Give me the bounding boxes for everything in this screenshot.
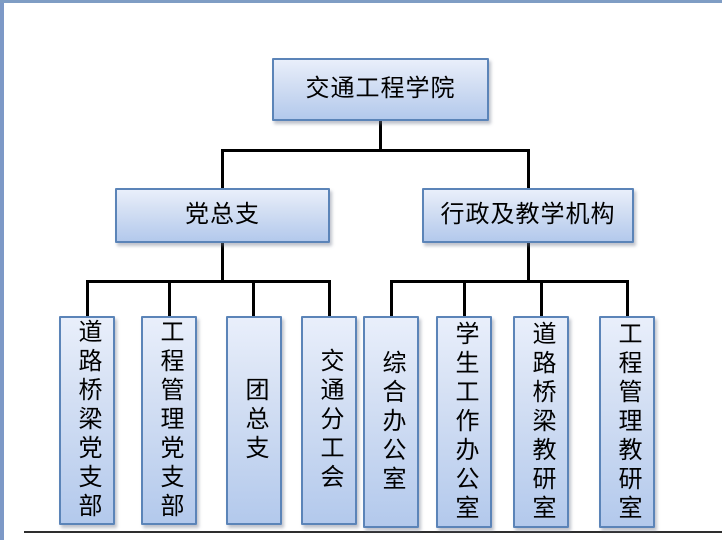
page-border-left [0, 0, 4, 540]
org-node-admin-teaching: 行政及教学机构 [422, 188, 634, 243]
connector-leaf6-drop [463, 280, 466, 316]
connector-left-rail [86, 280, 331, 283]
connector-branch2-drop [527, 149, 530, 188]
org-node-transport-union-branch: 交通分工会 [301, 316, 357, 525]
connector-leaf3-drop [252, 280, 255, 316]
connector-right-rail [390, 280, 629, 283]
leaf-label: 综合办公室 [378, 349, 405, 495]
leaf-label: 团总支 [241, 377, 268, 464]
connector-root-stem [379, 121, 382, 152]
org-node-road-bridge-teaching-office: 道路桥梁教研室 [513, 316, 569, 528]
connector-leaf7-drop [540, 280, 543, 316]
leaf-label: 道路桥梁教研室 [528, 320, 555, 524]
page-border-top [0, 0, 722, 3]
leaf-label: 交通分工会 [316, 348, 343, 493]
leaf-label: 工程管理党支部 [156, 319, 183, 522]
org-node-branch1-label: 党总支 [185, 201, 260, 229]
connector-top-rail [221, 149, 530, 152]
org-node-youth-league-branch: 团总支 [226, 316, 282, 525]
leaf-label: 道路桥梁党支部 [74, 319, 101, 522]
org-node-root: 交通工程学院 [272, 58, 489, 121]
connector-leaf1-drop [86, 280, 89, 316]
org-node-general-office: 综合办公室 [363, 316, 419, 528]
connector-leaf4-drop [328, 280, 331, 316]
org-node-road-bridge-party-branch: 道路桥梁党支部 [59, 316, 115, 525]
connector-branch1-drop [221, 149, 224, 188]
connector-branch1-stem [221, 243, 224, 283]
org-node-party-general-branch: 党总支 [115, 188, 330, 243]
org-node-eng-mgmt-party-branch: 工程管理党支部 [141, 316, 197, 525]
org-node-eng-mgmt-teaching-office: 工程管理教研室 [599, 316, 655, 528]
connector-branch2-stem [527, 243, 530, 283]
org-node-student-affairs-office: 学生工作办公室 [436, 316, 492, 528]
connector-leaf2-drop [168, 280, 171, 316]
org-node-root-label: 交通工程学院 [305, 75, 456, 103]
connector-leaf8-drop [626, 280, 629, 316]
connector-leaf5-drop [390, 280, 393, 316]
org-node-branch2-label: 行政及教学机构 [440, 201, 616, 229]
leaf-label: 学生工作办公室 [451, 320, 478, 524]
page-border-bottom [24, 531, 722, 533]
leaf-label: 工程管理教研室 [614, 320, 641, 524]
